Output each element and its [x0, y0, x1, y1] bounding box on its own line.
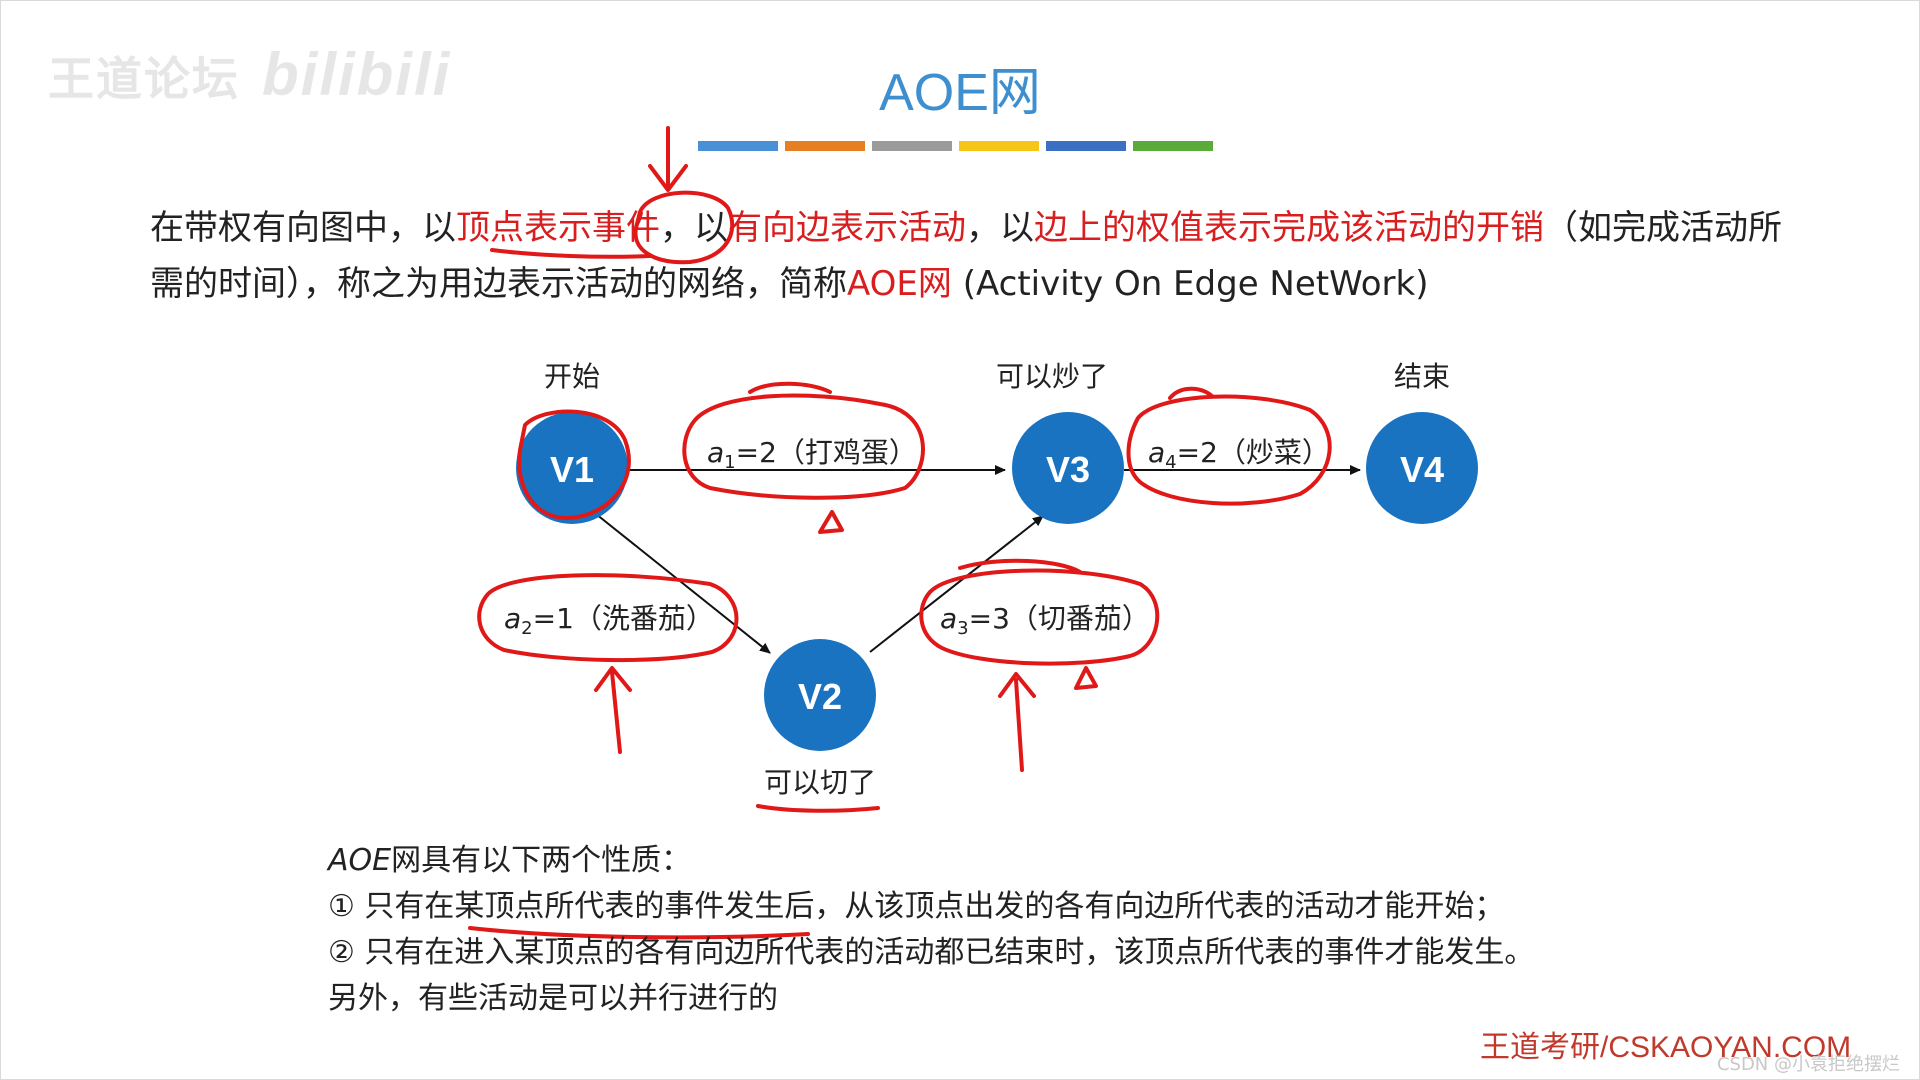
node-v1 [516, 412, 628, 524]
properties-heading: AOE网具有以下两个性质： [328, 838, 1728, 884]
node-v4 [1366, 412, 1478, 524]
property-note: 另外，有些活动是可以并行进行的 [328, 981, 778, 1016]
node-v3-caption: 可以炒了 [996, 360, 1108, 393]
edge-a2-label: a2=1（洗番茄） [504, 602, 714, 639]
node-v2 [764, 639, 876, 751]
intro-text: （如完成活动所需的时间），称之为用边表示活动的网络，简称 [150, 208, 1782, 304]
edge-a2-sub: 2 [521, 618, 532, 639]
edge-a4-rest: =2（炒菜） [1177, 436, 1330, 469]
edge-a1-rest: =2（打鸡蛋） [736, 436, 917, 469]
annotation-arrow-down [648, 126, 688, 192]
edge-a1-sub: 1 [724, 452, 735, 473]
intro-text: 在带权有向图中，以 [150, 208, 456, 248]
annotation-circle-a3 [919, 558, 1160, 666]
node-v4-caption: 结束 [1394, 360, 1450, 393]
color-bar-segment [785, 141, 865, 151]
edge-a3-sub: 3 [957, 618, 968, 639]
edge-a1-label: a1=2（打鸡蛋） [707, 436, 917, 473]
footer-brand: 王道考研/CSKAOYAN.COM [1480, 1031, 1852, 1064]
intro-paragraph: 在带权有向图中，以顶点表示事件，以有向边表示活动，以边上的权值表示完成该活动的开… [150, 200, 1810, 312]
edge-v2-v3 [869, 515, 1044, 653]
edge-a3-rest: =3（切番茄） [969, 602, 1150, 635]
color-bar-segment [959, 141, 1039, 151]
watermark: 王道论坛 bilibili [48, 40, 451, 109]
edge-a4-name: a [1148, 436, 1165, 469]
csdn-watermark: CSDN @小袁拒绝摆烂 [1716, 1054, 1900, 1075]
title-color-bar [698, 141, 1213, 151]
properties-heading-aoe: AOE [328, 843, 392, 878]
edge-a3-name: a [940, 602, 957, 635]
edge-v1-v2 [595, 513, 771, 654]
node-v2-label: V2 [798, 676, 842, 717]
intro-text: ，以 [660, 208, 728, 248]
annotation-circle-a4 [1126, 386, 1332, 506]
red-annotations [468, 126, 1332, 940]
annotation-arrow-up-a3 [998, 672, 1036, 772]
intro-highlight-weight-cost: 边上的权值表示完成该活动的开销 [1034, 208, 1544, 248]
intro-highlight-edge-activity: 有向边表示活动 [728, 208, 966, 248]
edge-a3-label: a3=3（切番茄） [940, 602, 1150, 639]
node-v4-label: V4 [1400, 449, 1444, 490]
edge-a4-label: a4=2（炒菜） [1148, 436, 1330, 473]
edge-a2-name: a [504, 602, 521, 635]
property-item-2: ② 只有在进入某顶点的各有向边所代表的活动都已结束时，该顶点所代表的事件才能发生… [328, 935, 1535, 970]
color-bar-segment [1133, 141, 1213, 151]
annotation-underline-v2 [756, 804, 880, 813]
annotation-circle-a1 [682, 381, 925, 500]
intro-highlight-aoe: AOE网 [847, 264, 952, 304]
edge-a4-sub: 4 [1165, 452, 1176, 473]
intro-text: ，以 [966, 208, 1034, 248]
annotation-circle-a2 [477, 573, 739, 663]
color-bar-segment [1046, 141, 1126, 151]
annotation-circle-event [633, 190, 735, 265]
color-bar-segment [872, 141, 952, 151]
edge-a2-rest: =1（洗番茄） [533, 602, 714, 635]
node-v1-label: V1 [550, 449, 594, 490]
bilibili-logo: bilibili [262, 41, 452, 108]
intro-highlight-vertex-event: 顶点表示事件 [456, 208, 660, 248]
node-v2-caption: 可以切了 [764, 766, 876, 799]
node-v1-caption: 开始 [544, 360, 600, 393]
annotation-circle-v1 [517, 409, 631, 521]
annotation-arrow-up-a2 [594, 666, 632, 754]
node-v3 [1012, 412, 1124, 524]
annotation-mark-a3 [1074, 666, 1098, 690]
slide-title: AOE网 [879, 64, 1041, 122]
color-bar-segment [698, 141, 778, 151]
annotation-underline-property [468, 926, 810, 940]
edge-a1-name: a [707, 436, 724, 469]
property-item-1: ① 只有在某顶点所代表的事件发生后，从该顶点出发的各有向边所代表的活动才能开始； [328, 889, 1505, 924]
annotation-mark-a1 [818, 510, 844, 534]
intro-text: (Activity On Edge NetWork) [951, 264, 1429, 304]
properties-heading-rest: 网具有以下两个性质： [391, 843, 692, 878]
watermark-text: 王道论坛 [48, 52, 240, 106]
node-v3-label: V3 [1046, 449, 1090, 490]
properties-block: AOE网具有以下两个性质： ① 只有在某顶点所代表的事件发生后，从该顶点出发的各… [328, 838, 1728, 1022]
annotation-underline-vertex [490, 248, 652, 259]
